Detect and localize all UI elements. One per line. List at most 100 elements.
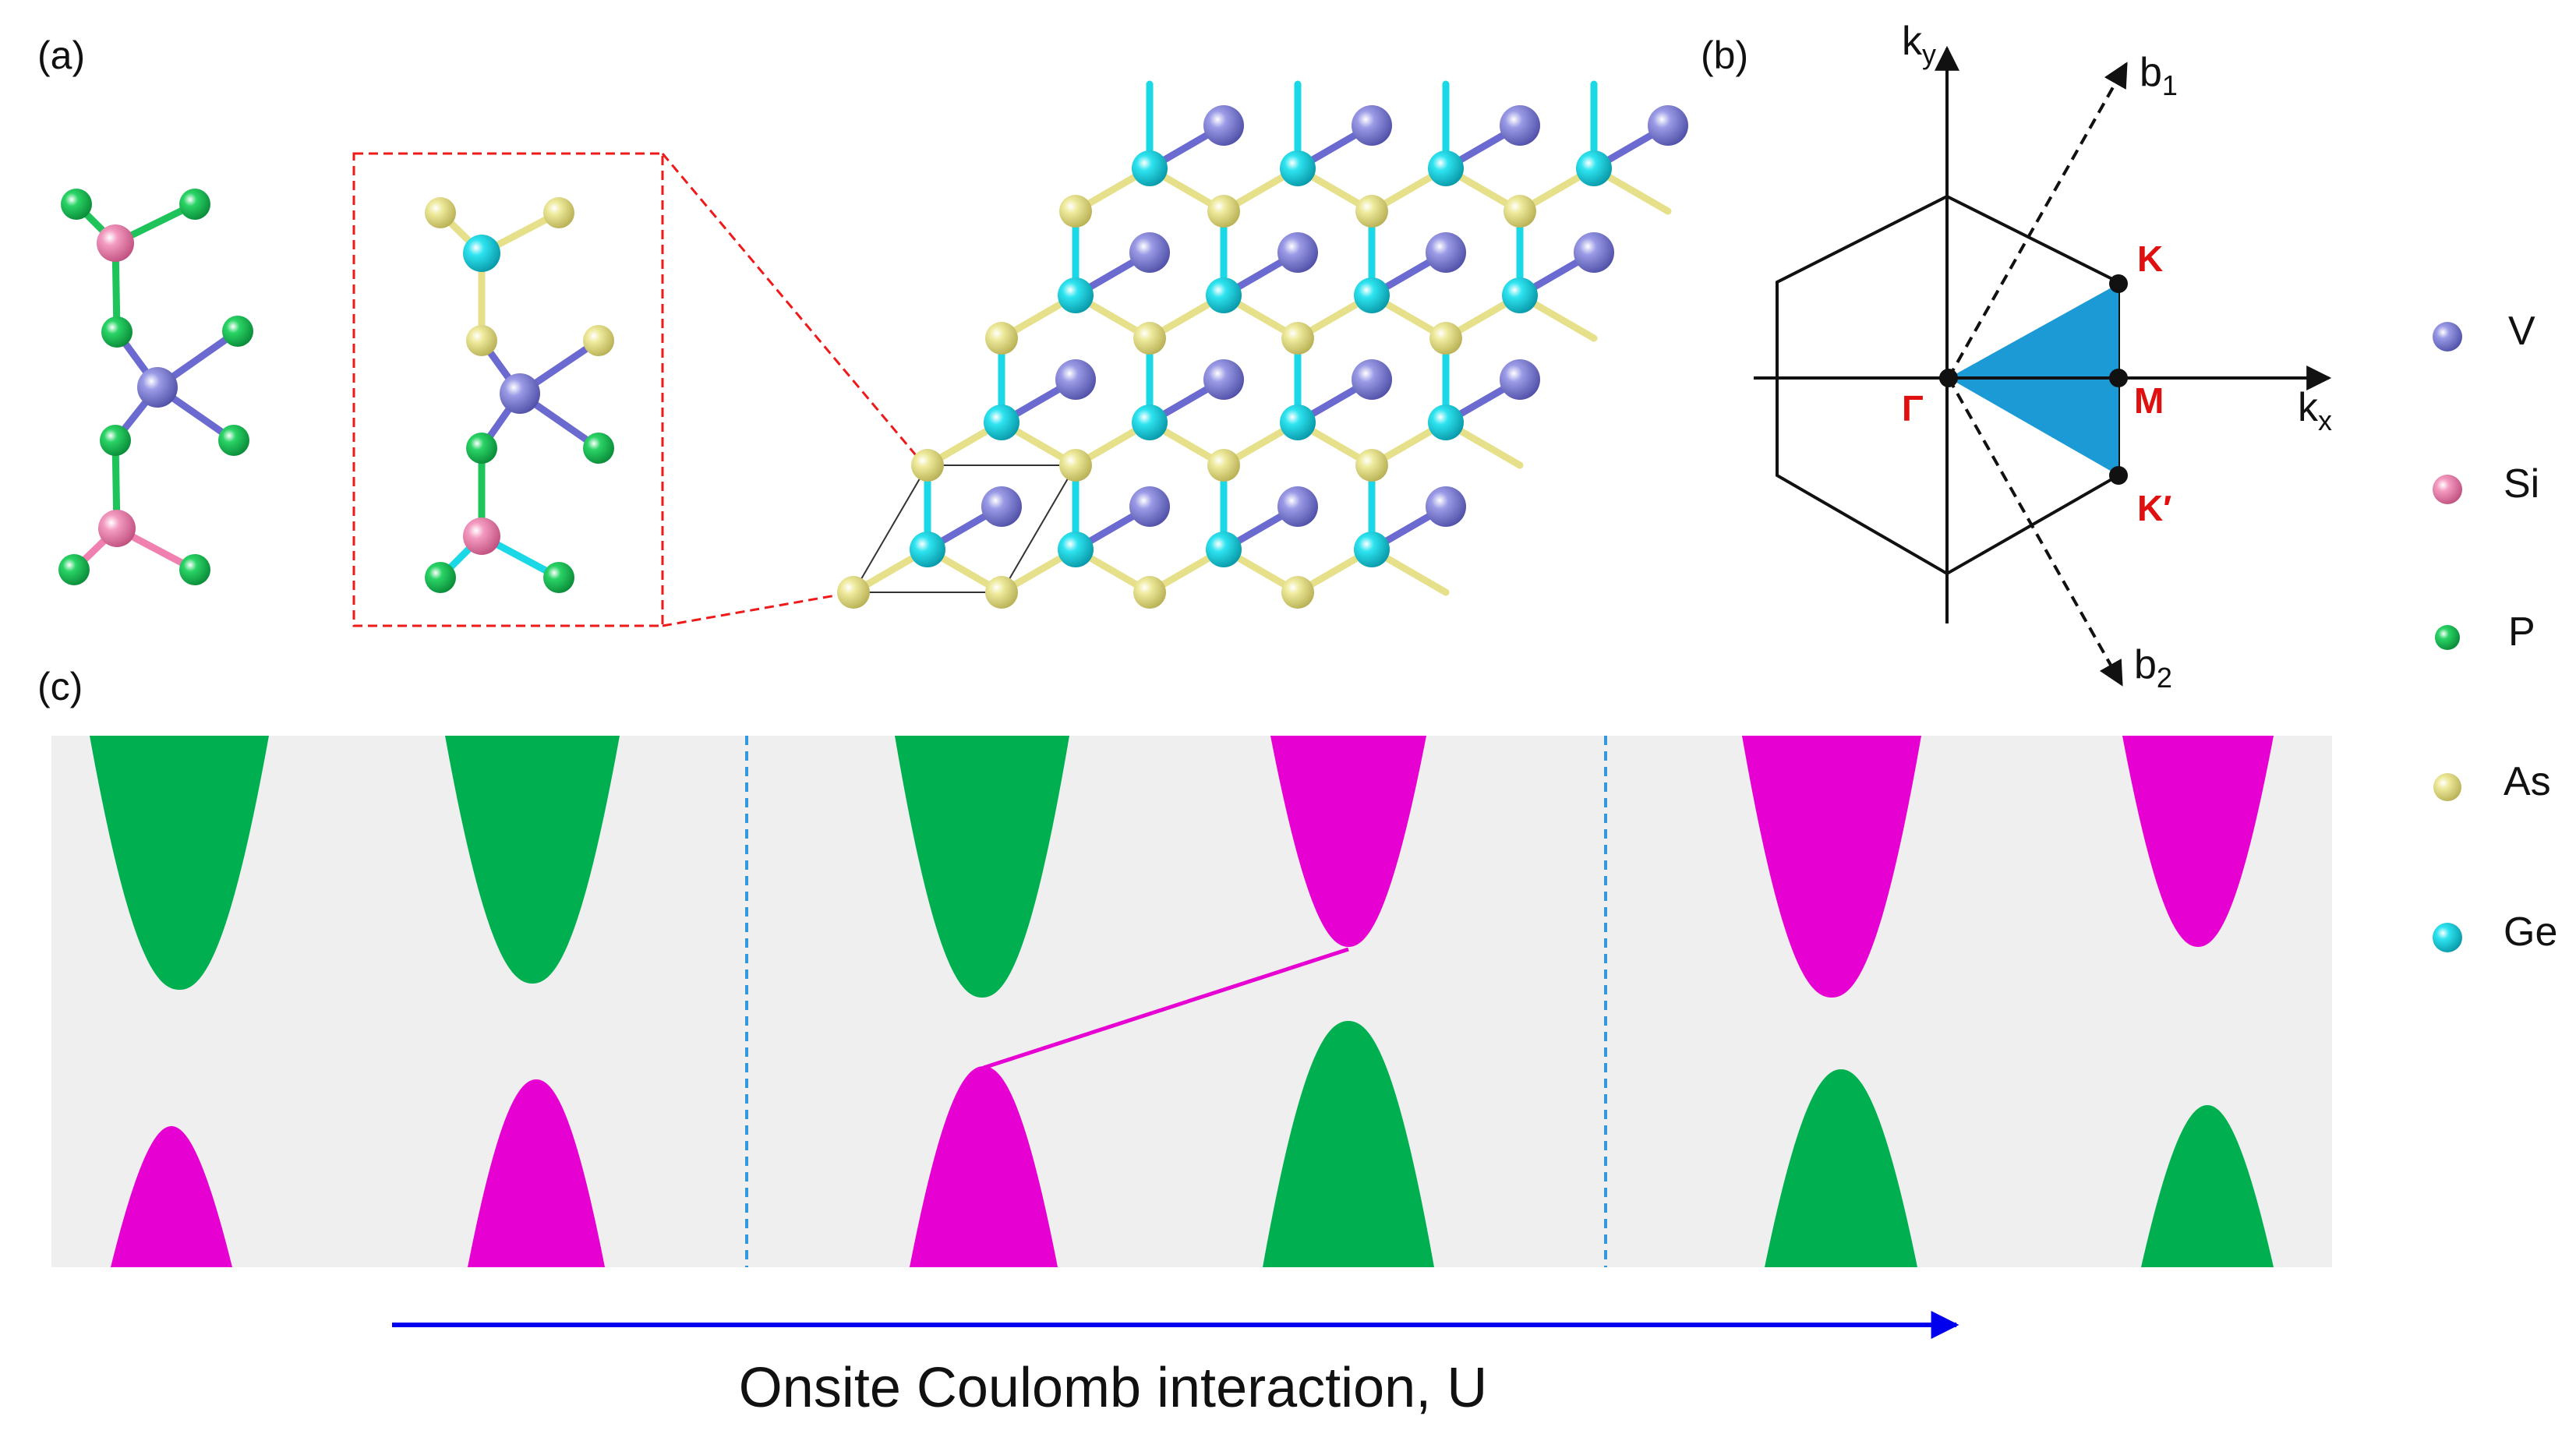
atom-Ge [984,404,1019,440]
Kprime-point [2109,466,2128,485]
b2-vector [1947,377,2123,687]
legend-label-P: P [2508,609,2535,655]
atom-V [1426,232,1466,273]
atom-V [1648,105,1688,146]
structure-side-view-GeAs [425,197,614,593]
atom-As [1059,195,1092,228]
atom-Ge [1502,277,1538,313]
valence-band-valley-green [1263,1021,1434,1267]
element-legend: V Si P As Ge [2433,309,2557,955]
atom-Ge [1132,150,1168,186]
atom-As [985,322,1018,355]
brillouin-zone [1754,45,2332,687]
atom-As [1207,449,1240,482]
coulomb-U-label: Onsite Coulomb interaction, U [739,1357,1487,1419]
legend-item-V: V [2433,309,2535,354]
conduction-band-valley-green [90,736,269,990]
Kprime-label: K′ [2137,488,2171,528]
panel-label-b: (b) [1701,34,1748,77]
atom-Ge [1354,277,1390,313]
band-schematic-panel [51,736,2332,1267]
atom-V [1352,105,1392,146]
valence-band-valley-magenta [468,1079,605,1267]
atom-Ge [1206,277,1242,313]
panel-label-c: (c) [37,665,83,708]
b2-label: b2 [2134,642,2172,694]
valence-band-valley-green [1765,1069,1917,1267]
atom-Ge [1280,404,1316,440]
legend-swatch-V [2433,322,2462,351]
atom-As [1429,322,1462,355]
zoom-line-bottom [662,591,854,627]
atom-V [981,486,1022,527]
atom-Ge [1576,150,1612,186]
valence-band-valley-magenta [111,1126,232,1267]
atom-V [1129,232,1170,273]
atom-V [1574,232,1614,273]
band-inversion-line [983,947,1349,1070]
M-point [2109,369,2128,387]
legend-item-P: P [2435,609,2535,655]
atom-As [1504,195,1536,228]
K-label: K [2137,238,2163,279]
K-point [2109,274,2128,293]
valence-band-valley-magenta [910,1066,1058,1267]
atom-As [1281,322,1314,355]
conduction-band-valley-magenta [1270,736,1426,947]
atom-As [1355,195,1388,228]
atom-Ge [1058,277,1094,313]
atom-As [1133,322,1166,355]
atom-Ge [1132,404,1168,440]
conduction-band-valley-magenta [1742,736,1921,998]
conduction-band-valley-green [445,736,620,984]
M-label: M [2134,380,2164,421]
conduction-band-valley-green [895,736,1069,998]
atom-Ge [1280,150,1316,186]
atom-As [1207,195,1240,228]
legend-label-Ge: Ge [2504,909,2557,955]
legend-swatch-P [2435,625,2460,650]
atom-Ge [1428,404,1464,440]
atom-As [837,576,870,609]
atom-V [1426,486,1466,527]
valence-band-valley-green [2141,1105,2274,1267]
atom-As [985,576,1018,609]
band-valleys [90,736,2274,1267]
b1-vector [1947,62,2128,379]
atom-V [1055,359,1096,400]
atom-Ge [910,532,945,567]
atom-As [911,449,944,482]
atom-As [1281,576,1314,609]
legend-label-As: As [2504,759,2551,804]
atom-V [1500,359,1540,400]
atom-As [1133,576,1166,609]
atom-Ge [1206,532,1242,567]
atom-Ge [1058,532,1094,567]
kx-label: kx [2298,385,2332,436]
gamma-point [1939,369,1958,387]
legend-swatch-Ge [2433,923,2462,952]
legend-item-Si: Si [2433,461,2539,507]
atom-Ge [1428,150,1464,186]
atom-V [1500,105,1540,146]
conduction-band-valley-magenta [2122,736,2274,947]
atom-As [1355,449,1388,482]
atom-V [1352,359,1392,400]
atom-As [1059,449,1092,482]
gamma-label: Γ [1902,388,1924,429]
atom-V [1277,486,1318,527]
legend-label-V: V [2508,309,2535,354]
legend-swatch-Si [2433,475,2462,504]
panel-label-a: (a) [37,34,85,77]
atom-V [1203,105,1244,146]
atom-V [1129,486,1170,527]
atom-Ge [1354,532,1390,567]
atom-V [1203,359,1244,400]
structure-side-view-SiP [58,189,253,585]
legend-swatch-As [2433,773,2461,801]
legend-label-Si: Si [2504,461,2539,507]
legend-item-Ge: Ge [2433,909,2557,955]
structure-top-view [837,80,1688,609]
legend-item-As: As [2433,759,2551,804]
